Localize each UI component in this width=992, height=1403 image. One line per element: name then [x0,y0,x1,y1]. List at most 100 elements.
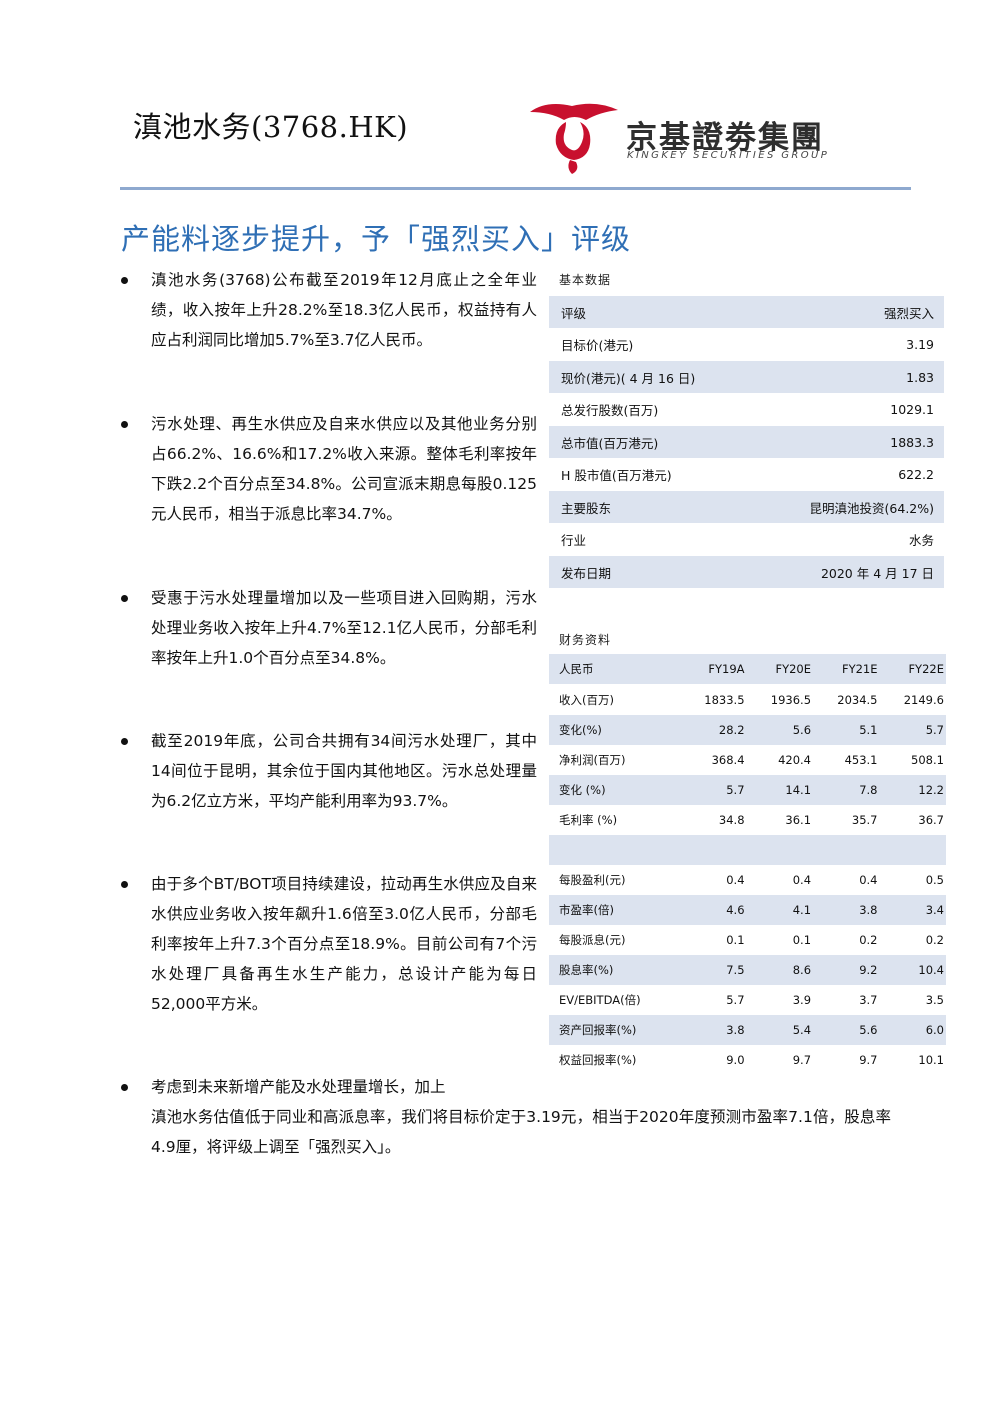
financial-cell: 1936.5 [770,693,812,707]
basic-data-value: 昆明滇池投资(64.2%) [809,500,934,516]
bullet-text: 由于多个BT/BOT项目持续建设，拉动再生水供应及自来水供应业务收入按年飙升1.… [151,875,537,1013]
financial-row-label: 收入(百万) [559,693,614,707]
basic-data-label: 评级 [561,305,587,321]
financial-row-label: 净利润(百万) [559,753,626,767]
financial-row-label: 毛利率 (%) [559,813,618,827]
financial-cell: 3.8 [726,1023,745,1037]
basic-data-value: 水务 [908,533,934,548]
financial-cell: 0.1 [726,933,745,947]
financial-cell: 36.7 [918,813,944,827]
basic-data-heading: 基本数据 [559,273,612,287]
bullet-dot-icon [121,277,128,284]
financial-cell: 9.7 [792,1053,812,1067]
basic-data-value: 1.83 [906,369,934,385]
basic-data-label: 发布日期 [561,565,612,581]
basic-data-row: 评级强烈买入 [549,296,944,328]
bullet-dot-icon [121,738,128,745]
financial-cell: 368.4 [711,753,745,767]
basic-data-value: 1029.1 [890,402,934,417]
financial-data-row: 股息率(%) 7.5 8.6 9.2 10.4 [549,955,946,985]
financial-cell: 3.9 [792,993,812,1007]
basic-data-value: 622.2 [898,467,934,482]
financial-cell: 4.6 [726,903,745,917]
currency-label: 人民币 [559,662,594,676]
basic-data-label: 总市值(百万港元) [561,435,659,451]
report-headline: 产能料逐步提升，予「强烈买入」评级 [121,222,632,256]
financial-cell: 508.1 [911,753,944,767]
financial-cell: 9.2 [859,963,878,977]
financial-cell: 420.4 [778,753,812,767]
financial-row-label: 变化 (%) [559,783,606,797]
financial-cell: 0.2 [859,933,878,947]
financial-cell: 2034.5 [837,693,878,707]
basic-data-label: 行业 [561,533,587,548]
financial-cell: 36.1 [785,813,812,827]
financial-data-row: 净利润(百万) 368.4 420.4 453.1 508.1 [549,745,946,775]
financial-cell: 2149.6 [903,693,944,707]
financial-cell: 34.8 [718,813,745,827]
basic-data-row: H 股市值(百万港元) 622.2 [549,459,944,491]
bullet-dot-icon [121,881,128,888]
financial-cell: 0.4 [859,873,878,887]
financial-row-label: EV/EBITDA(倍) [559,993,641,1007]
financial-cell: 3.4 [925,903,944,917]
fiscal-year-header: FY19A [708,662,745,676]
basic-data-label: H 股市值(百万港元) [561,468,672,483]
financial-cell: 8.6 [792,963,812,977]
financial-cell: 9.0 [726,1053,745,1067]
financial-cell: 5.1 [859,723,878,737]
bullet-text-line1: 考虑到未来新增产能及水处理量增长，加上 [151,1078,446,1096]
financial-cell: 6.0 [925,1023,944,1037]
financial-row-label: 市盈率(倍) [559,903,614,917]
bullet-dot-icon [121,421,128,428]
basic-data-row: 现价(港元)( 4 月 16 日)1.83 [549,361,944,393]
fiscal-year-header: FY22E [908,662,944,676]
basic-data-value: 1883.3 [890,434,934,450]
bullet-text: 受惠于污水处理量增加以及一些项目进入回购期，污水处理业务收入按年上升4.7%至1… [151,589,537,667]
financial-cell: 10.4 [918,963,944,977]
logo-english-name: KINGKEY SECURITIES GROUP [627,150,830,161]
basic-data-label: 主要股东 [561,500,612,516]
financial-cell: 0.2 [925,933,944,947]
basic-data-value: 3.19 [906,337,934,352]
financial-cell: 0.5 [925,873,944,887]
financial-cell: 12.2 [918,783,944,797]
basic-data-row: 主要股东 昆明滇池投资(64.2%) [549,491,944,523]
fiscal-year-header: FY21E [841,662,878,676]
financial-cell: 0.4 [726,873,745,887]
company-logo: 京基證劵集團 KINGKEY SECURITIES GROUP [526,98,871,176]
financial-cell: 453.1 [844,753,878,767]
financial-cell: 0.4 [792,873,812,887]
basic-data-row: 行业 水务 [549,524,944,556]
financial-data-heading: 财务资料 [559,633,612,647]
kingkey-emblem-icon [530,103,618,174]
financial-cell: 28.2 [718,723,745,737]
financial-row-label: 变化(%) [559,723,602,737]
financial-cell: 7.5 [726,963,745,977]
financial-cell: 4.1 [792,903,812,917]
financial-row-label: 每股派息(元) [559,933,626,947]
financial-row-label: 股息率(%) [559,963,614,977]
basic-data-row: 目标价(港元) 3.19 [549,329,944,361]
bullet-text: 截至2019年底，公司合共拥有34间污水处理厂，其中14间位于昆明，其余位于国内… [151,732,537,810]
company-title: 滇池水务(3768.HK) [133,110,409,144]
financial-cell: 3.8 [859,903,878,917]
financial-cell: 14.1 [785,783,812,797]
basic-data-label: 目标价(港元) [561,338,634,353]
financial-data-row [549,835,946,865]
header-divider [120,187,911,190]
financial-cell: 3.7 [859,993,878,1007]
financial-row-label: 资产回报率(%) [559,1023,637,1037]
financial-cell: 10.1 [918,1053,944,1067]
